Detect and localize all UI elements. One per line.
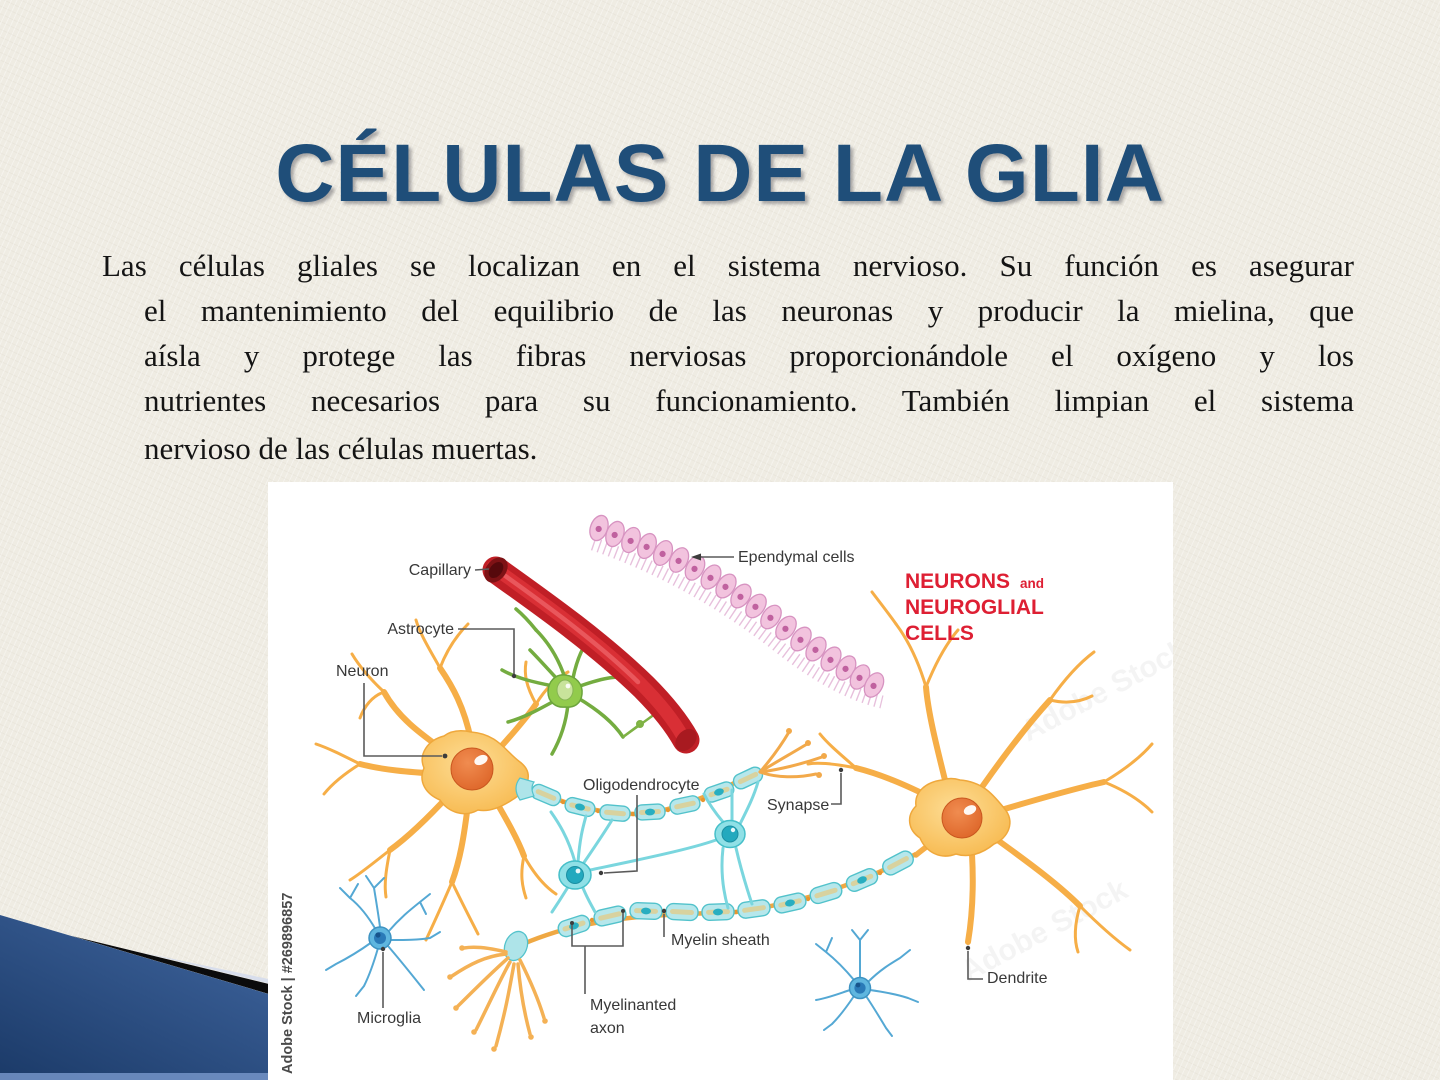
capillary-label: Capillary	[409, 562, 471, 579]
upper-myelinated-axon-illustration	[515, 728, 827, 822]
body-text-line: nervioso de las células muertas.	[144, 431, 538, 466]
dendrite-label: Dendrite	[987, 970, 1048, 987]
lower-myelinated-axon-illustration	[447, 850, 918, 1052]
synapse-label: Synapse	[767, 797, 829, 814]
body-text-line: nutrientes necesarios para su funcionami…	[144, 383, 1354, 418]
figure-heading-neurons: NEURONS	[905, 570, 1010, 593]
body-paragraph: Las células gliales se localizan en el s…	[102, 243, 1354, 471]
ependymal-cells-illustration	[589, 514, 885, 709]
neuroglia-diagram: Adobe Stock Adobe Stock	[280, 514, 1173, 1074]
figure-heading-and: and	[1020, 576, 1044, 591]
microglia-label: Microglia	[357, 1010, 421, 1027]
myelin-sheath-label: Myelin sheath	[671, 932, 770, 949]
figure-heading: NEURONS and NEUROGLIAL CELLS	[905, 570, 1044, 645]
neuron-label: Neuron	[336, 663, 388, 680]
body-text-line: aísla y protege las fibras nerviosas pro…	[144, 338, 1354, 373]
svg-text:Adobe Stock: Adobe Stock	[1016, 633, 1173, 748]
oligodendrocyte-label: Oligodendrocyte	[583, 777, 700, 794]
adobe-stock-watermark: Adobe Stock | #269896857	[280, 893, 296, 1074]
figure-heading-neuroglial: NEUROGLIAL	[905, 596, 1044, 619]
microglia-illustration	[325, 875, 919, 1037]
ependymal-cells-label: Ependymal cells	[738, 549, 855, 566]
slide-title: CÉLULAS DE LA GLIA	[275, 127, 1165, 219]
figure-image: Adobe Stock Adobe Stock	[268, 482, 1173, 1080]
right-neuron-illustration	[806, 590, 1154, 954]
figure-heading-cells: CELLS	[905, 622, 974, 645]
myelinated-axon-label-line1: Myelinanted	[590, 997, 676, 1014]
oligodendrocyte-illustration	[549, 780, 760, 914]
swoosh-bottom-strip	[0, 1073, 280, 1080]
leader-lines	[363, 556, 983, 1008]
body-text-line: el mantenimiento del equilibrio de las n…	[144, 293, 1354, 328]
leader-dots	[380, 553, 971, 952]
capillary-illustration	[482, 556, 700, 754]
myelinated-axon-label-line2: axon	[590, 1020, 625, 1037]
astrocyte-label: Astrocyte	[387, 621, 454, 638]
body-text-line: Las células gliales se localizan en el s…	[102, 248, 1354, 283]
